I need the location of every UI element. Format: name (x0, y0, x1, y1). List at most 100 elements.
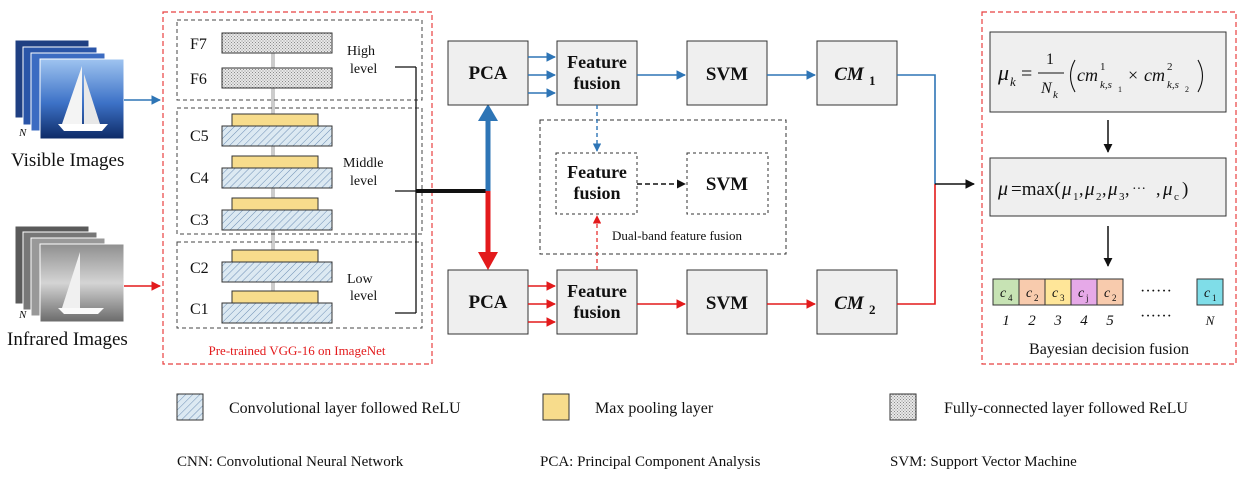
dual-band-fusion-2: fusion (573, 183, 620, 203)
pca-label-infrared: PCA (468, 292, 507, 313)
formula2-sep4: , (1156, 179, 1161, 199)
formula2-mu2: μ (1084, 179, 1095, 200)
decision-cell-last-sub: 1 (1212, 293, 1217, 303)
formula1-num: 1 (1046, 51, 1054, 68)
formula1-sub1: k,s (1100, 79, 1112, 91)
decision-cell-3-base: c (1052, 286, 1059, 301)
bayes-formula-2: μ =max( μ 1 , μ 2 , μ 3 , ··· , μ c ) (997, 178, 1188, 203)
formula1-sub2b: 2 (1185, 85, 1189, 94)
bayes-caption: Bayesian decision fusion (1029, 341, 1189, 358)
formula2-muc: μ (1162, 179, 1173, 200)
group-label-low-1: Low (347, 272, 374, 287)
middle-level-group (176, 107, 423, 235)
abbr-cnn: CNN: Convolutional Neural Network (177, 454, 404, 470)
decision-cell-last-base: c (1204, 286, 1211, 301)
group-label-middle-2: level (350, 174, 377, 189)
dual-band-svm-block (686, 152, 769, 215)
formula1-sup2: 2 (1167, 61, 1173, 73)
feature-fusion-infrared-1: Feature (567, 281, 627, 301)
split-arrow-down-head (478, 252, 498, 270)
decision-cell-dots: ······ (1140, 283, 1172, 300)
layer-box-f7 (221, 32, 333, 54)
dual-band-frame (539, 119, 787, 255)
legend: Convolutional layer followed ReLU Max po… (176, 393, 1188, 470)
decision-cell-1-base: c (1000, 286, 1007, 301)
abbr-svm: SVM: Support Vector Machine (890, 454, 1077, 470)
formula2-mu: μ (997, 178, 1008, 200)
infrared-image-stack: N (14, 225, 125, 323)
visible-images-label: Visible Images (11, 150, 124, 171)
formula2-mu1: μ (1061, 179, 1072, 200)
decision-cell-1 (992, 278, 1020, 306)
layer-label-c4: C4 (190, 170, 209, 187)
decision-index-5: 5 (1106, 313, 1114, 329)
formula2-max: =max( (1011, 179, 1061, 200)
decision-index-2: 2 (1028, 313, 1036, 329)
layer-label-c1: C1 (190, 301, 209, 318)
pool-box-c4 (231, 155, 319, 169)
infrared-images-label: Infrared Images (7, 329, 128, 350)
layer-label-f7: F7 (190, 36, 207, 53)
visible-stack-count: N (18, 127, 27, 139)
decision-cell-3 (1044, 278, 1072, 306)
layer-label-f6: F6 (190, 71, 207, 88)
decision-index-4: 4 (1080, 313, 1088, 329)
decision-cell-5 (1096, 278, 1124, 306)
cm1-output-line (897, 74, 936, 184)
high-level-group (176, 19, 423, 101)
cm1-label: CM (834, 64, 865, 85)
feature-fusion-block-infrared (556, 269, 638, 335)
cm2-block (816, 269, 898, 335)
feature-fusion-infrared-2: fusion (573, 302, 620, 322)
legend-label-fc: Fully-connected layer followed ReLU (944, 400, 1188, 417)
cm2-subscript: 2 (869, 302, 876, 317)
pool-box-c2 (231, 249, 319, 263)
group-label-low-2: level (350, 289, 377, 304)
legend-label-conv: Convolutional layer followed ReLU (229, 400, 461, 417)
svm-block-visible (686, 40, 768, 106)
decision-sequence: c 4 c 2 c 3 c j c 2 ······ c 1 1 2 3 4 5… (992, 278, 1224, 329)
formula1-sub2: k,s (1167, 79, 1179, 91)
dual-band-svm-label: SVM (706, 174, 748, 195)
feature-fusion-visible-2: fusion (573, 73, 620, 93)
vgg-caption: Pre-trained VGG-16 on ImageNet (208, 343, 385, 358)
layer-label-c5: C5 (190, 128, 209, 145)
formula2-dots: ··· (1132, 182, 1146, 197)
bayes-frame (981, 11, 1237, 365)
svm-label-infrared: SVM (706, 293, 748, 314)
legend-swatch-fc (889, 393, 917, 421)
vgg-frame (162, 11, 433, 365)
formula1-sup1: 1 (1100, 61, 1106, 73)
formula1-times: × (1128, 65, 1138, 85)
formula2-sep2: , (1102, 179, 1107, 199)
bayes-formula-1-box (989, 31, 1227, 113)
legend-swatch-conv (176, 393, 204, 421)
group-label-high-1: High (347, 44, 375, 59)
decision-cell-2 (1018, 278, 1046, 306)
pool-box-c3 (231, 197, 319, 211)
dual-band-fusion-block (555, 152, 638, 215)
visible-image-stack: N (14, 39, 125, 140)
formula2-subc: c (1174, 191, 1179, 203)
layer-label-c3: C3 (190, 212, 209, 229)
formula1-mu: μ (997, 60, 1009, 85)
decision-cell-3-sub: 3 (1060, 293, 1065, 303)
formula1-den-sub: k (1053, 89, 1059, 101)
decision-cell-2-base: c (1026, 286, 1033, 301)
feature-extract-connectors (395, 66, 488, 314)
formula1-cm1: cm (1077, 65, 1098, 85)
layer-box-c5 (221, 125, 333, 147)
decision-index-1: 1 (1002, 313, 1010, 329)
dual-band-caption: Dual-band feature fusion (612, 228, 742, 243)
group-label-middle-1: Middle (343, 156, 383, 171)
decision-cell-2-sub: 2 (1034, 293, 1039, 303)
svm-label-visible: SVM (706, 64, 748, 85)
decision-cell-5-sub: 2 (1112, 293, 1117, 303)
feature-fusion-visible-1: Feature (567, 52, 627, 72)
legend-swatch-pool (542, 393, 570, 421)
pool-box-c5 (231, 113, 319, 127)
formula2-sub2: 2 (1096, 191, 1102, 203)
decision-cell-5-base: c (1104, 286, 1111, 301)
layer-box-c3 (221, 209, 333, 231)
